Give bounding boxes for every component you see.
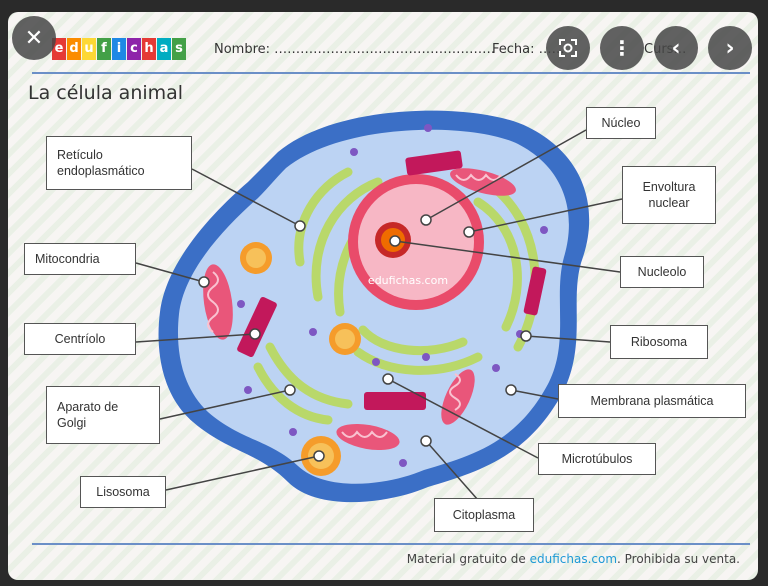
lens-button[interactable] [546, 26, 590, 70]
label-microtubulos: Microtúbulos [538, 443, 656, 475]
logo-letter: u [82, 38, 96, 60]
nucleus [358, 184, 474, 300]
more-vert-icon: ⋮ [612, 36, 632, 60]
leader-points [198, 214, 532, 462]
logo-letter: a [157, 38, 171, 60]
lens-icon [559, 39, 577, 57]
label-lisosoma: Lisosoma [80, 476, 166, 508]
footer-suffix: . Prohibida su venta. [617, 552, 740, 566]
footer-note: Material gratuito de edufichas.com. Proh… [407, 552, 740, 566]
label-reticulo-endoplasmatico: Retículo endoplasmático [46, 136, 192, 190]
footer-brand-link[interactable]: edufichas.com [529, 552, 618, 566]
footer-prefix: Material gratuito de [406, 552, 530, 566]
chevron-right-icon: › [725, 35, 735, 61]
label-mitocondria: Mitocondria [24, 243, 136, 275]
diagram-watermark: edufichas.com [368, 274, 448, 287]
label-aparato-golgi: Aparato de Golgi [46, 386, 160, 444]
mitochondrion [450, 168, 516, 196]
mitochondrion [203, 264, 233, 340]
logo-letter: d [67, 38, 81, 60]
label-nucleo: Núcleo [586, 107, 656, 139]
logo-letter: c [127, 38, 141, 60]
close-icon: ✕ [24, 25, 44, 51]
footer-divider [32, 543, 750, 545]
next-button[interactable]: › [708, 26, 752, 70]
label-nucleolo: Nucleolo [620, 256, 704, 288]
ribosomes [237, 124, 548, 467]
header-divider [32, 72, 750, 74]
close-button[interactable]: ✕ [12, 16, 56, 60]
more-options-button[interactable]: ⋮ [600, 26, 644, 70]
logo-letter: i [112, 38, 126, 60]
cell-diagram: edufichas.com [135, 110, 623, 503]
logo-letter: h [142, 38, 156, 60]
label-citoplasma: Citoplasma [434, 498, 534, 532]
page-title: La célula animal [28, 82, 184, 104]
label-centriolo: Centríolo [24, 323, 136, 355]
logo-letter: s [172, 38, 186, 60]
chevron-left-icon: ‹ [671, 35, 681, 61]
previous-button[interactable]: ‹ [654, 26, 698, 70]
nombre-field: Nombre: …………………………………………… [214, 42, 496, 57]
leader-lines [135, 129, 623, 501]
logo-letter: e [52, 38, 66, 60]
centriole [237, 150, 547, 410]
mitochondrion [336, 423, 400, 451]
logo-letter: f [97, 38, 111, 60]
label-membrana-plasmatica: Membrana plasmática [558, 384, 746, 418]
label-envoltura-nuclear: Envoltura nuclear [622, 166, 716, 224]
label-ribosoma: Ribosoma [610, 325, 708, 359]
